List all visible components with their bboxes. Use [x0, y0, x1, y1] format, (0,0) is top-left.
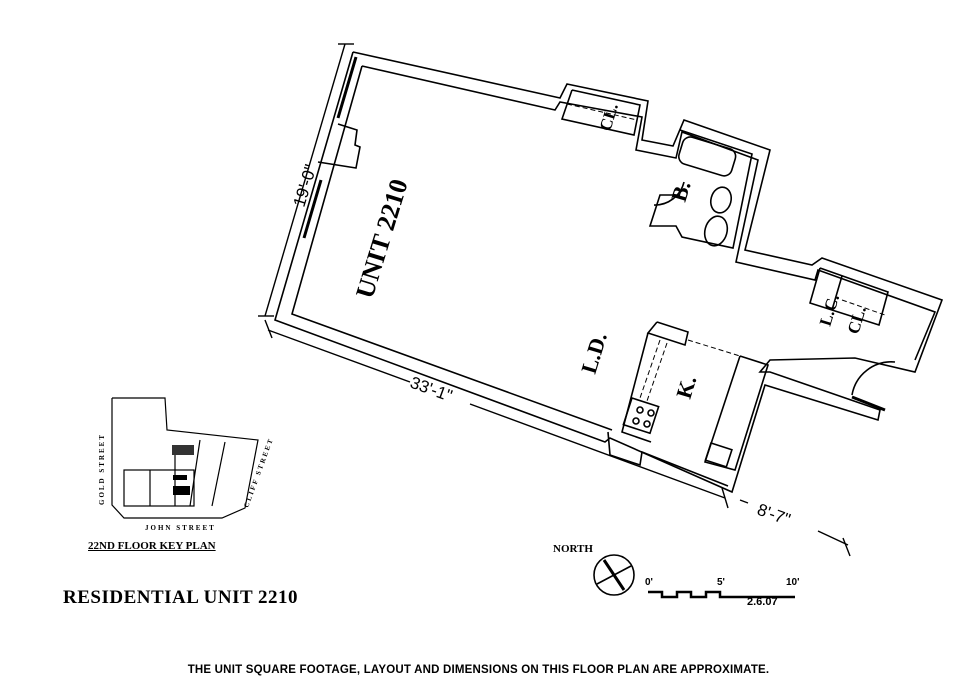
room-label-closet-1: CL. [596, 101, 622, 133]
room-label-living-dining: L.D. [576, 329, 612, 376]
disclaimer: THE UNIT SQUARE FOOTAGE, LAYOUT AND DIME… [187, 664, 770, 676]
dimension-kitchen: 8'-7" [755, 500, 793, 529]
north-arrow-icon [593, 554, 635, 596]
street-east: CLIFF STREET [242, 436, 275, 508]
room-label-closet-2: CL. [844, 304, 870, 336]
plan-labels: UNIT 2210 L.D. K. B. CL. CL. L.C. [350, 101, 870, 402]
page-title: RESIDENTIAL UNIT 2210 [63, 587, 299, 608]
key-plan-drawing [111, 397, 259, 519]
scale-bar [648, 590, 795, 599]
street-west: GOLD STREET [98, 433, 106, 505]
dimension-labels: 19'-0" 33'-1" 8'-7" [290, 162, 793, 529]
plan-date: 2.6.07 [747, 596, 778, 608]
dimension-lines [258, 43, 851, 557]
street-south: JOHN STREET [145, 524, 216, 532]
unit-label: UNIT 2210 [350, 176, 414, 302]
scale-tick-5: 5' [717, 577, 725, 588]
key-plan-label: 22ND FLOOR KEY PLAN [88, 540, 216, 552]
north-label: NORTH [553, 543, 593, 555]
scale-tick-10: 10' [786, 577, 800, 588]
unit-walls [274, 51, 944, 494]
scale-tick-0: 0' [645, 577, 653, 588]
room-label-kitchen: K. [671, 373, 702, 402]
room-label-linen-closet: L.C. [816, 292, 844, 328]
